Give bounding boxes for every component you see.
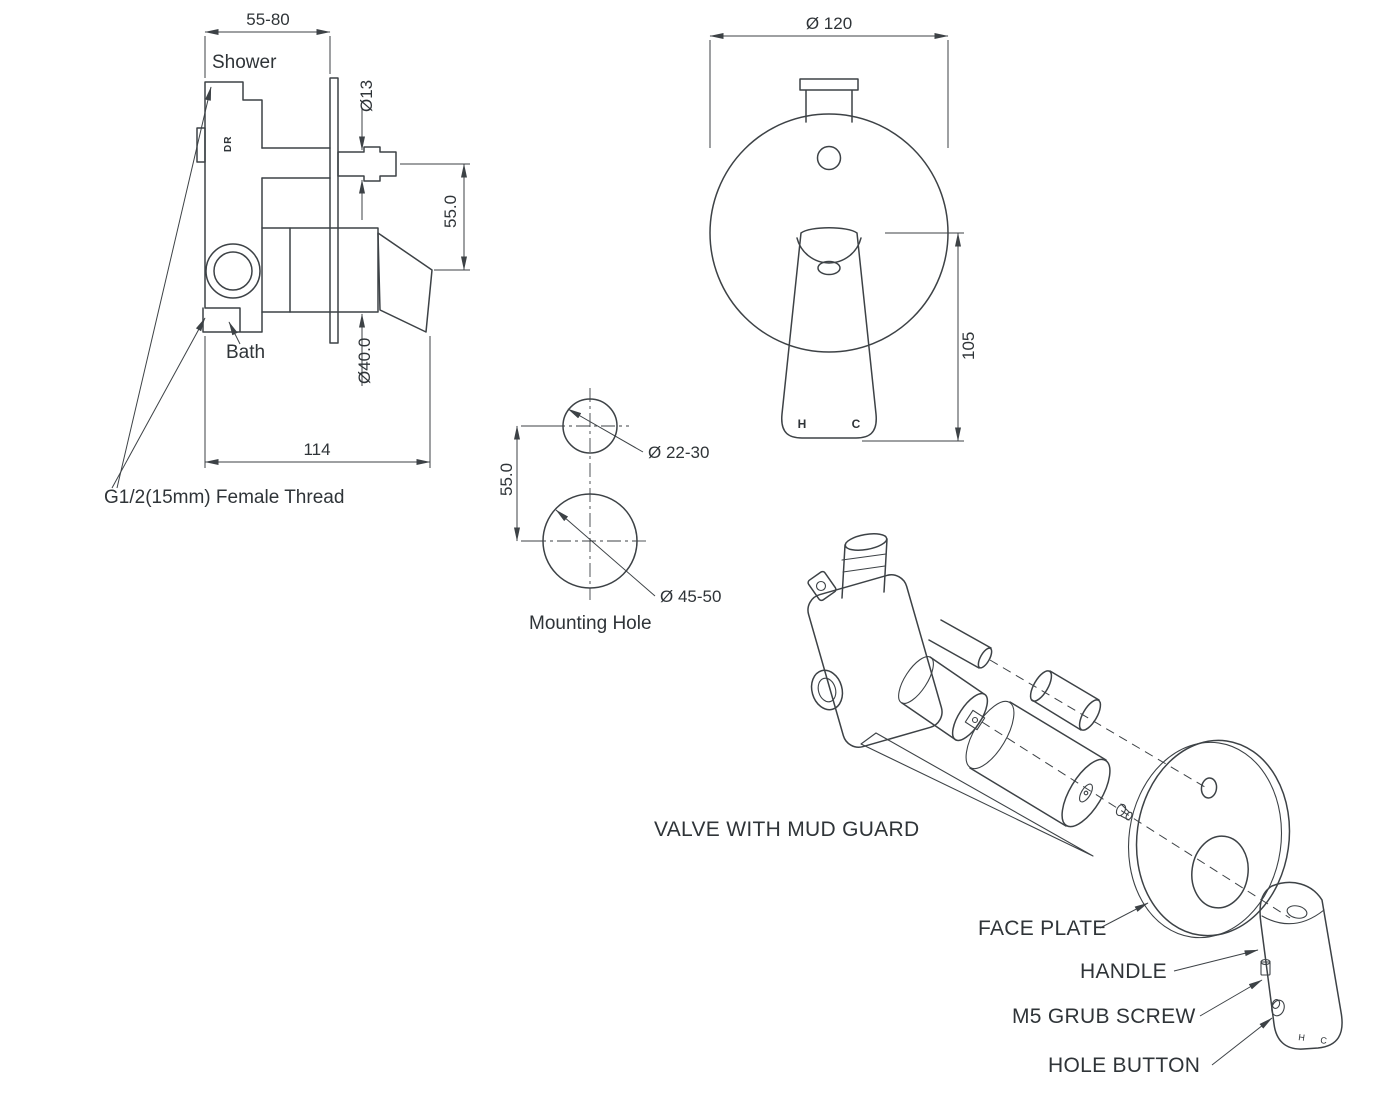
- inlet-port-left: [810, 669, 844, 711]
- handle-profile: [377, 232, 433, 333]
- handle-front: [781, 227, 877, 439]
- centerlines: [532, 388, 648, 600]
- dim-top-hole-diameter: Ø 22-30: [648, 443, 709, 462]
- handle-hot-marking: H: [1298, 1032, 1306, 1043]
- handle-label: HANDLE: [1080, 960, 1167, 983]
- mounting-hole-view: 55.0 Ø 22-30 Ø 45-50 Mounting Hole: [497, 388, 721, 634]
- bath-outlet-elbow-inner: [213, 251, 253, 291]
- plate-pin-hole: [1200, 777, 1218, 799]
- top-hole-leader: [567, 408, 644, 453]
- side-view: 55-80 Shower DR Ø13 55.0 Ø40.0 114 Bath …: [104, 10, 470, 508]
- plate-center-hole: [1191, 835, 1249, 909]
- mounting-hole-caption: Mounting Hole: [529, 613, 652, 634]
- dr-marking: DR: [223, 136, 234, 152]
- handle-exploded: [1259, 881, 1343, 1050]
- diverter-button: [816, 145, 842, 171]
- dr-tab: [196, 127, 206, 163]
- diverter-stem: [928, 619, 993, 669]
- assembly-axes: [981, 659, 1291, 919]
- ext-hole-spacing: [521, 425, 559, 542]
- valve-mud-guard-label: VALVE WITH MUD GUARD: [654, 818, 919, 841]
- handle-indicator: [817, 260, 841, 276]
- hot-marking: H: [798, 417, 807, 431]
- ext-width-range: [204, 36, 331, 78]
- shower-label: Shower: [212, 52, 277, 73]
- hole-button-leader: [1211, 1017, 1273, 1066]
- front-view: Ø 120 105 H C: [709, 14, 978, 442]
- thread-leader-shower: [116, 86, 212, 489]
- ext-plate-diameter: [709, 40, 949, 148]
- dim-hole-spacing: 55.0: [497, 463, 516, 496]
- face-plate-exploded: [1127, 739, 1291, 939]
- dim-center-offset: 55.0: [441, 195, 460, 228]
- face-plate-label: FACE PLATE: [978, 917, 1107, 940]
- dim-handle-height: 105: [959, 332, 978, 360]
- shower-outlet-pipe: [261, 146, 397, 182]
- top-inlet-pipe: [841, 533, 888, 599]
- ext-body-depth: [204, 336, 431, 468]
- face-plate-leader: [1099, 902, 1149, 929]
- dim-outlet-diameter: Ø13: [357, 80, 376, 112]
- wall-plate-edge: [329, 77, 339, 344]
- valve-body: [807, 574, 943, 748]
- axis-cartridge: [981, 721, 1291, 919]
- cold-marking: C: [852, 417, 861, 431]
- thread-leader-bath: [111, 317, 206, 489]
- dim-plate-diameter: Ø 120: [806, 14, 852, 33]
- dim-main-hole-diameter: Ø 45-50: [660, 587, 721, 606]
- axis-diverter: [989, 659, 1206, 788]
- handle-base-arc: [796, 237, 862, 264]
- cartridge-barrel: [261, 227, 379, 313]
- bath-label: Bath: [226, 342, 265, 363]
- valve-body-profile: [202, 81, 263, 333]
- mud-guard: [965, 700, 1111, 828]
- dim-body-depth: 114: [303, 440, 330, 459]
- bath-outlet-elbow: [205, 243, 261, 299]
- dim-width-range: 55-80: [246, 10, 289, 29]
- hole-button-label: HOLE BUTTON: [1048, 1054, 1200, 1077]
- grub-screw-label: M5 GRUB SCREW: [1012, 1005, 1196, 1028]
- guard-plate-edge: [860, 732, 1094, 857]
- thread-note: G1/2(15mm) Female Thread: [104, 487, 344, 508]
- handle-leader: [1173, 949, 1259, 972]
- guard-screw: [1115, 803, 1133, 821]
- grub-screw-leader: [1199, 979, 1263, 1017]
- ext-handle-height: [862, 232, 964, 442]
- hole-button-part: [1271, 999, 1285, 1017]
- grub-screw-part: [1260, 958, 1271, 976]
- handle-cold-marking: C: [1320, 1035, 1328, 1046]
- dim-cartridge-diameter: Ø40.0: [355, 338, 374, 384]
- extension-sleeve: [1029, 670, 1102, 731]
- bath-leader: [228, 321, 241, 345]
- exploded-view: VALVE WITH MUD GUARD FACE PLATE HANDLE M…: [654, 533, 1343, 1077]
- main-hole-leader: [555, 509, 656, 597]
- mounting-bracket: [807, 570, 837, 602]
